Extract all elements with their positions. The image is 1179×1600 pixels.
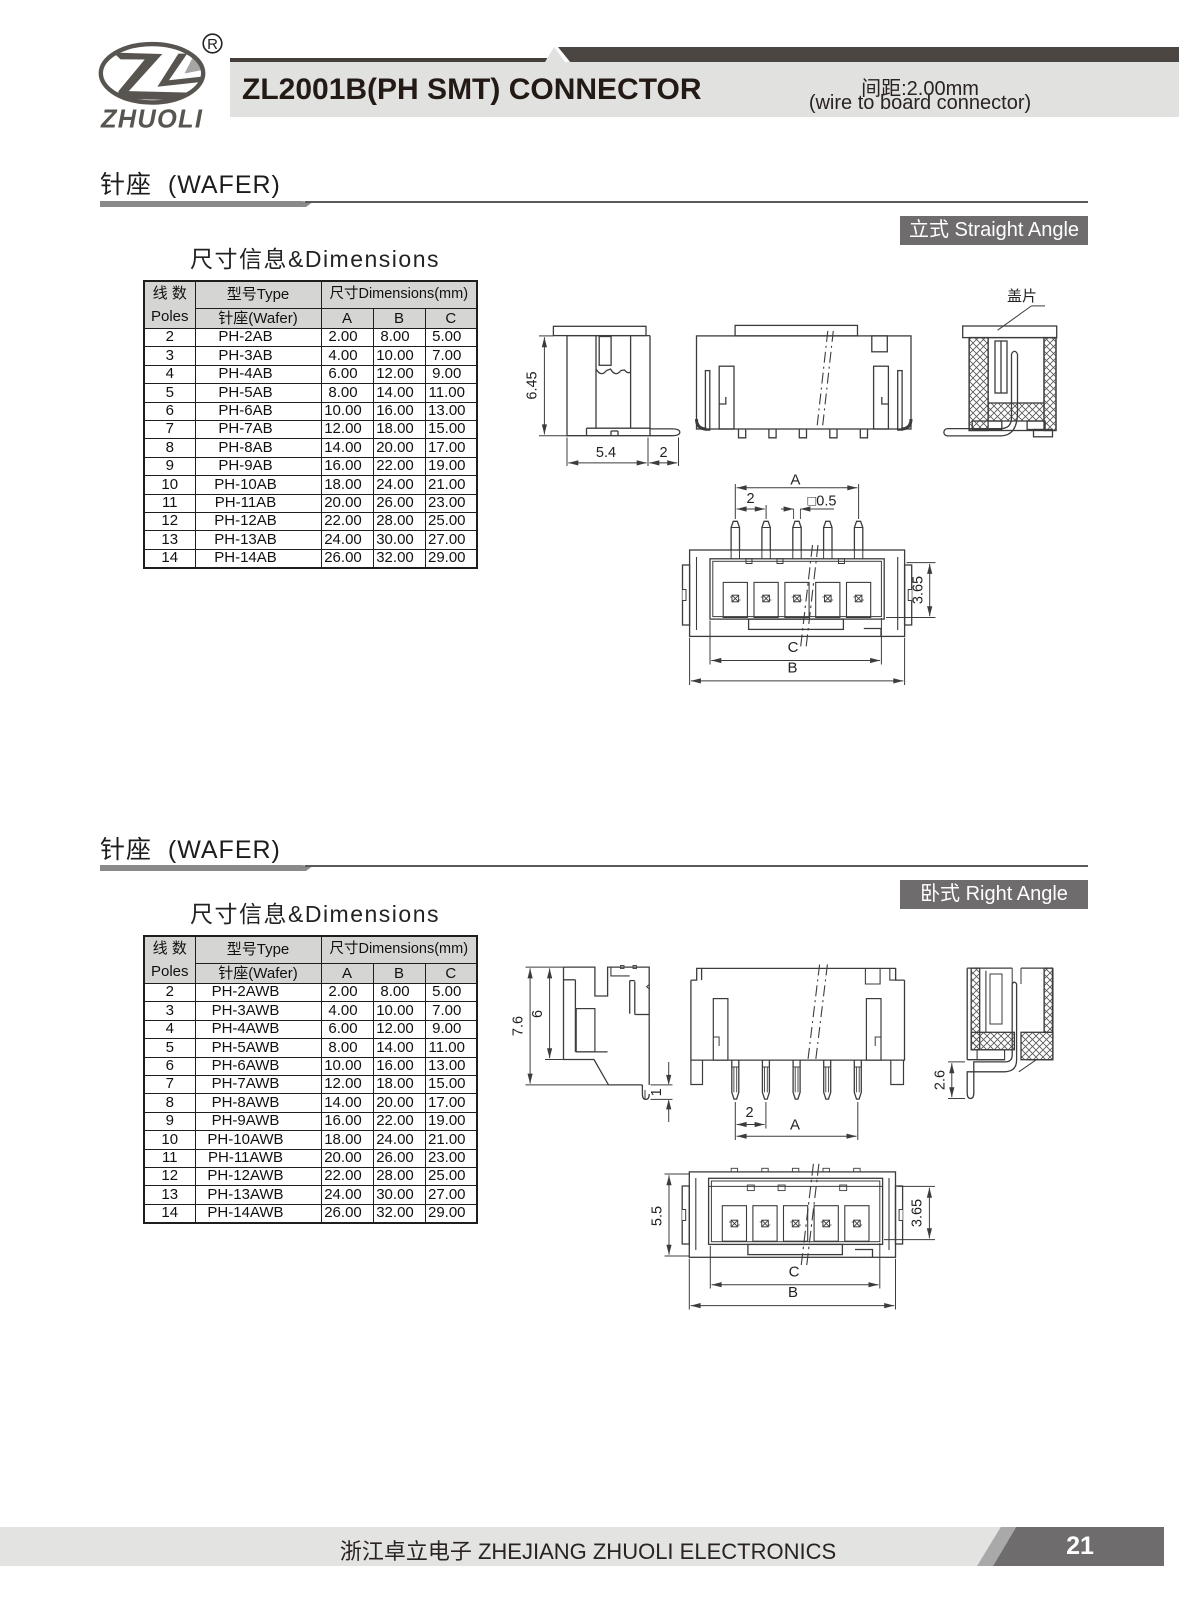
svg-text:A: A <box>790 1117 800 1134</box>
svg-text:A: A <box>790 472 800 489</box>
svg-text:6.45: 6.45 <box>525 371 541 399</box>
svg-text:7.6: 7.6 <box>511 1016 527 1036</box>
svg-text:5.4: 5.4 <box>596 445 616 461</box>
svg-text:□0.5: □0.5 <box>808 493 837 509</box>
svg-text:6: 6 <box>530 1010 546 1018</box>
svg-text:3.65: 3.65 <box>911 576 927 604</box>
svg-text:5.5: 5.5 <box>650 1206 666 1226</box>
svg-text:盖片: 盖片 <box>1007 288 1037 305</box>
svg-text:2: 2 <box>746 491 754 507</box>
svg-text:B: B <box>788 1284 798 1301</box>
svg-text:3.65: 3.65 <box>910 1199 926 1227</box>
svg-text:ZHUOLI: ZHUOLI <box>100 106 203 134</box>
svg-text:2: 2 <box>745 1105 753 1121</box>
svg-text:R: R <box>207 36 218 53</box>
svg-text:1: 1 <box>649 1088 665 1096</box>
svg-text:2: 2 <box>659 445 667 461</box>
svg-text:2.6: 2.6 <box>933 1070 949 1090</box>
svg-text:C: C <box>788 639 799 656</box>
svg-text:C: C <box>789 1264 800 1281</box>
svg-text:B: B <box>787 660 797 677</box>
